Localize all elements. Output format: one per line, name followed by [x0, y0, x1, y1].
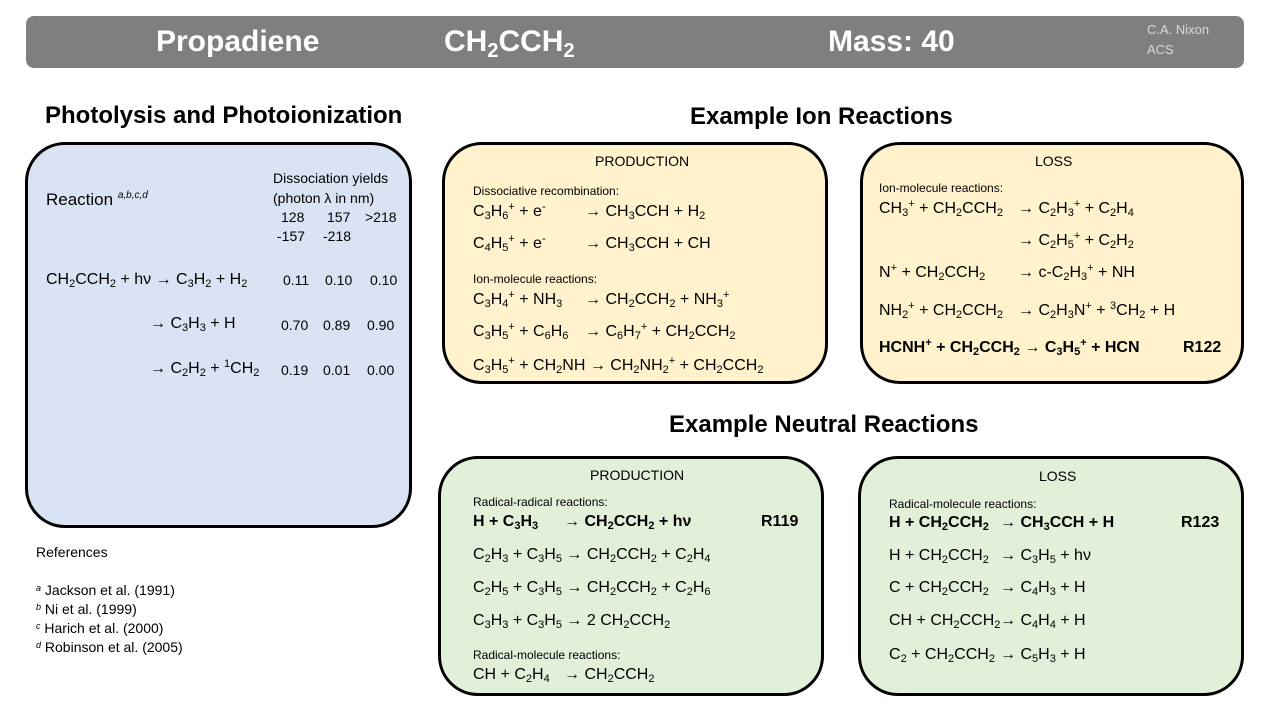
neutral-loss-reaction: C + CH2CCH2 — [889, 579, 989, 598]
yield-value: 0.89 — [323, 317, 351, 333]
ion-reactions-title: Example Ion Reactions — [690, 103, 953, 130]
photolysis-reaction-3: → C2H2 + 1CH2 — [150, 358, 260, 379]
references-title: References — [36, 544, 108, 560]
yield-value: 0.70 — [281, 317, 309, 333]
ion-production-product: → CH3CCH + CH — [585, 235, 711, 254]
ion-loss-product: → C2H3N+ + 3CH2 + H — [1018, 300, 1176, 321]
ion-loss-reaction: NH2+ + CH2CCH2 — [879, 300, 1003, 321]
yield-value: 0.90 — [367, 317, 395, 333]
neutral-production-reaction: C2H5 + C3H5 → CH2CCH2 + C2H6 — [473, 579, 711, 598]
yields-subheading: (photon λ in nm) — [273, 190, 375, 206]
reaction-id-label: R123 — [1181, 514, 1220, 531]
yield-value: 0.10 — [325, 272, 353, 288]
ion-production-reaction: C4H5+ + e- — [473, 233, 546, 254]
yield-col3-top: >218 — [365, 209, 397, 225]
neutral-production-reaction: CH + C2H4 — [473, 666, 550, 685]
neutral-loss-panel — [858, 456, 1244, 696]
molecule-mass: Mass: 40 — [828, 25, 955, 58]
neutral-production-key-reaction: H + C3H3 — [473, 513, 539, 532]
molecule-formula: CH2CCH2 — [444, 25, 575, 62]
neutral-loss-product: → C4H4 + H — [1000, 612, 1086, 631]
ion-production-category: Ion-molecule reactions: — [473, 272, 598, 286]
neutral-loss-product: → C5H3 + H — [1000, 646, 1086, 665]
ion-loss-product: → C2H3+ + C2H4 — [1018, 198, 1134, 219]
ion-loss-heading: LOSS — [1035, 153, 1073, 169]
yield-col2-top: 157 — [327, 209, 351, 225]
yield-value: 0.11 — [283, 272, 310, 288]
ion-loss-reaction: N+ + CH2CCH2 — [879, 262, 986, 283]
ion-production-reaction: C3H5+ + CH2NH → CH2NH2+ + CH2CCH2 — [473, 355, 764, 376]
reference-item: a Jackson et al. (1991) — [36, 582, 175, 598]
ion-production-reaction: C3H6+ + e- — [473, 201, 546, 222]
ion-production-reaction: C3H5+ + C6H6 — [473, 321, 569, 342]
neutral-production-category: Radical-molecule reactions: — [473, 648, 621, 662]
organization-credit: ACS — [1147, 42, 1174, 57]
ion-loss-panel — [860, 142, 1244, 384]
ion-production-product: → C6H7+ + CH2CCH2 — [585, 321, 736, 342]
yield-value: 0.01 — [323, 362, 351, 378]
neutral-loss-key-product: → CH3CCH + H — [1000, 514, 1115, 533]
reaction-column-label: Reaction a,b,c,d — [46, 190, 148, 209]
neutral-loss-reaction: H + CH2CCH2 — [889, 547, 989, 566]
ion-production-product: → CH2CCH2 + NH3+ — [585, 289, 730, 310]
photolysis-title: Photolysis and Photoionization — [45, 102, 403, 129]
neutral-production-key-product: → CH2CCH2 + hν — [564, 513, 692, 532]
ion-production-panel — [442, 142, 828, 384]
ion-loss-key-reaction: HCNH+ + CH2CCH2 → C3H5+ + HCN — [879, 337, 1140, 358]
reference-item: d Robinson et al. (2005) — [36, 639, 183, 655]
reaction-id-label: R119 — [761, 513, 799, 530]
ion-production-product: → CH3CCH + H2 — [585, 203, 706, 222]
yield-value: 0.10 — [370, 272, 398, 288]
neutral-loss-reaction: CH + CH2CCH2 — [889, 612, 1001, 631]
photolysis-reaction-1: CH2CCH2 + hν → C3H2 + H2 — [46, 271, 248, 290]
yield-value: 0.00 — [367, 362, 395, 378]
neutral-production-panel — [438, 456, 824, 696]
ion-production-category: Dissociative recombination: — [473, 184, 620, 198]
author-credit: C.A. Nixon — [1147, 22, 1210, 37]
molecule-name: Propadiene — [156, 25, 320, 58]
ion-loss-reaction: CH3+ + CH2CCH2 — [879, 198, 1003, 219]
neutral-production-category: Radical-radical reactions: — [473, 495, 608, 509]
reaction-id-label: R122 — [1183, 339, 1222, 356]
yield-col2-bottom: -218 — [323, 228, 352, 244]
neutral-reactions-title: Example Neutral Reactions — [669, 411, 979, 438]
ion-production-reaction: C3H4+ + NH3 — [473, 289, 563, 310]
neutral-production-heading: PRODUCTION — [590, 467, 685, 483]
photolysis-reaction-2: → C3H3 + H — [150, 315, 236, 334]
ion-production-heading: PRODUCTION — [595, 153, 690, 169]
yield-value: 0.19 — [281, 362, 309, 378]
neutral-loss-product: → C4H3 + H — [1000, 579, 1086, 598]
neutral-loss-product: → C3H5 + hν — [1000, 547, 1091, 566]
ion-loss-product: → C2H5+ + C2H2 — [1018, 230, 1134, 251]
neutral-loss-key-reaction: H + CH2CCH2 — [889, 514, 989, 533]
ion-loss-category: Ion-molecule reactions: — [879, 181, 1004, 195]
header-bar: Propadiene CH2CCH2 Mass: 40 C.A. Nixon A… — [26, 16, 1244, 68]
photolysis-panel — [25, 142, 412, 528]
neutral-production-reaction: C3H3 + C3H5 → 2 CH2CCH2 — [473, 612, 671, 631]
neutral-loss-reaction: C2 + CH2CCH2 — [889, 646, 995, 665]
neutral-production-reaction: C2H3 + C3H5 → CH2CCH2 + C2H4 — [473, 546, 711, 565]
reference-item: c Harich et al. (2000) — [36, 620, 164, 636]
neutral-loss-heading: LOSS — [1039, 468, 1077, 484]
yields-heading: Dissociation yields — [273, 170, 389, 186]
ion-loss-product: → c-C2H3+ + NH — [1018, 262, 1135, 283]
neutral-loss-category: Radical-molecule reactions: — [889, 497, 1037, 511]
neutral-production-product: → CH2CCH2 — [564, 666, 655, 685]
yield-col1-bottom: -157 — [277, 228, 306, 244]
reference-item: b Ni et al. (1999) — [36, 601, 137, 617]
yield-col1-top: 128 — [281, 209, 305, 225]
